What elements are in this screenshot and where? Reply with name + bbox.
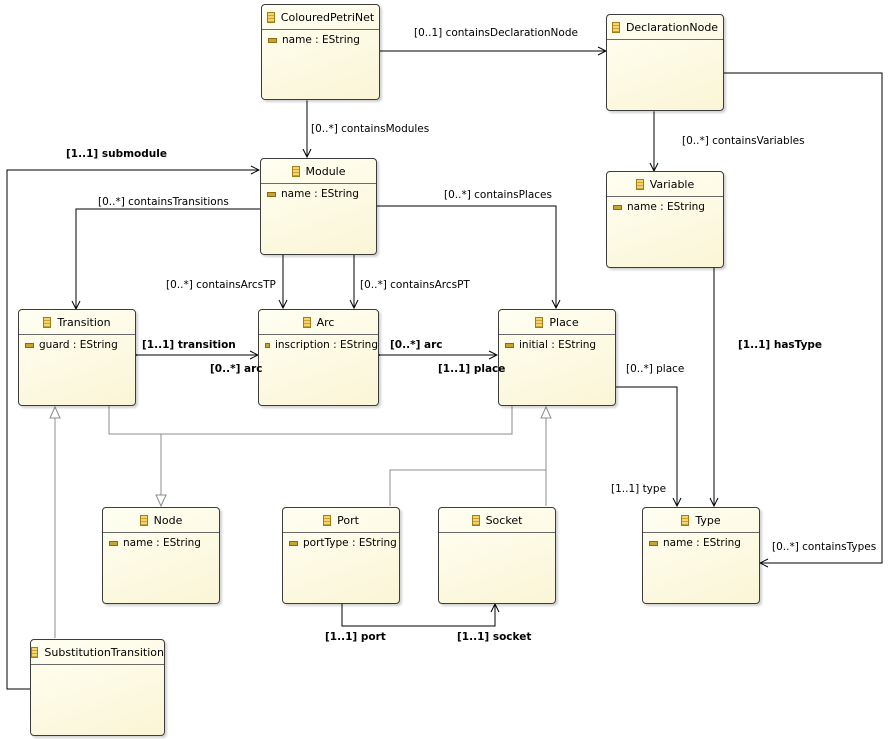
- edge-contains-places: [377, 206, 556, 308]
- attribute-icon: [267, 191, 276, 197]
- label-place-many: [0..*] place: [626, 363, 685, 375]
- class-coloured-petri-net[interactable]: ColouredPetriNet name : EString: [261, 4, 380, 100]
- class-name: ColouredPetriNet: [280, 10, 375, 24]
- attribute: inscription : EString: [274, 339, 378, 351]
- attribute-icon: [25, 342, 34, 348]
- label-contains-types: [0..*] containsTypes: [772, 541, 877, 553]
- label-transition: [1..1] transition: [142, 339, 236, 351]
- class-icon: [266, 11, 275, 23]
- label-contains-arcs-pt: [0..*] containsArcsPT: [360, 279, 470, 291]
- class-name: SubstitutionTransition: [44, 645, 164, 659]
- class-icon: [535, 316, 544, 328]
- attribute-icon: [265, 342, 270, 348]
- class-name: DeclarationNode: [625, 20, 719, 34]
- attribute-icon: [268, 37, 277, 43]
- label-place: [1..1] place: [438, 363, 506, 375]
- class-node[interactable]: Node name : EString: [102, 507, 220, 604]
- label-submodule: [1..1] submodule: [66, 148, 167, 160]
- attribute: portType : EString: [303, 537, 397, 549]
- label-contains-transitions: [0..*] containsTransitions: [98, 196, 229, 208]
- edge-contains-types: [724, 73, 883, 563]
- class-module[interactable]: Module name : EString: [260, 158, 377, 255]
- class-place[interactable]: Place initial : EString: [498, 309, 616, 406]
- label-arc-left: [0..*] arc: [210, 363, 263, 375]
- class-icon: [471, 514, 480, 526]
- label-contains-places: [0..*] containsPlaces: [444, 189, 552, 201]
- label-arc-right: [0..*] arc: [390, 339, 443, 351]
- class-name: Place: [549, 315, 579, 329]
- class-substitution-transition[interactable]: SubstitutionTransition: [30, 639, 165, 736]
- edge-submodule: [6, 170, 259, 690]
- class-name: Socket: [485, 513, 523, 527]
- class-type[interactable]: Type name : EString: [642, 507, 760, 604]
- class-socket[interactable]: Socket: [438, 507, 556, 604]
- class-variable[interactable]: Variable name : EString: [606, 171, 724, 268]
- class-icon: [43, 316, 52, 328]
- attribute-icon: [109, 540, 118, 546]
- attribute: guard : EString: [39, 339, 118, 351]
- inherit-port-place: [389, 469, 546, 506]
- attribute: name : EString: [123, 537, 201, 549]
- edge-port-socket: [342, 604, 495, 627]
- attribute: name : EString: [281, 188, 359, 200]
- class-icon: [635, 178, 644, 190]
- edge-place-type: [616, 387, 677, 506]
- attribute-icon: [613, 204, 622, 210]
- class-arc[interactable]: Arc inscription : EString: [258, 309, 379, 406]
- class-name: Port: [337, 513, 359, 527]
- class-icon: [681, 514, 690, 526]
- label-contains-modules: [0..*] containsModules: [311, 123, 430, 135]
- class-port[interactable]: Port portType : EString: [282, 507, 400, 604]
- inherit-place-node: [161, 406, 513, 435]
- class-name: Node: [153, 513, 183, 527]
- class-name: Variable: [649, 177, 695, 191]
- class-icon: [31, 646, 39, 658]
- class-icon: [611, 21, 620, 33]
- label-contains-arcs-tp: [0..*] containsArcsTP: [166, 279, 276, 291]
- attribute: initial : EString: [519, 339, 597, 351]
- label-type: [1..1] type: [611, 483, 667, 495]
- class-declaration-node[interactable]: DeclarationNode: [606, 14, 724, 111]
- attribute: name : EString: [663, 537, 741, 549]
- attribute-icon: [505, 342, 514, 348]
- label-contains-variables: [0..*] containsVariables: [682, 135, 805, 147]
- class-name: Transition: [57, 315, 111, 329]
- label-contains-declaration-node: [0..1] containsDeclarationNode: [414, 27, 578, 39]
- attribute: name : EString: [627, 201, 705, 213]
- class-transition[interactable]: Transition guard : EString: [18, 309, 136, 406]
- inherit-transition-node: [108, 406, 167, 508]
- label-has-type: [1..1] hasType: [738, 339, 823, 351]
- class-icon: [323, 514, 332, 526]
- attribute: name : EString: [282, 34, 360, 46]
- attribute-icon: [289, 540, 298, 546]
- class-icon: [302, 316, 311, 328]
- class-name: Type: [695, 513, 721, 527]
- class-icon: [139, 514, 148, 526]
- label-socket: [1..1] socket: [457, 631, 532, 643]
- attribute-icon: [649, 540, 658, 546]
- edge-contains-transitions: [76, 209, 260, 309]
- class-name: Arc: [316, 315, 335, 329]
- label-port: [1..1] port: [325, 631, 386, 643]
- class-name: Module: [305, 164, 346, 178]
- class-icon: [291, 165, 300, 177]
